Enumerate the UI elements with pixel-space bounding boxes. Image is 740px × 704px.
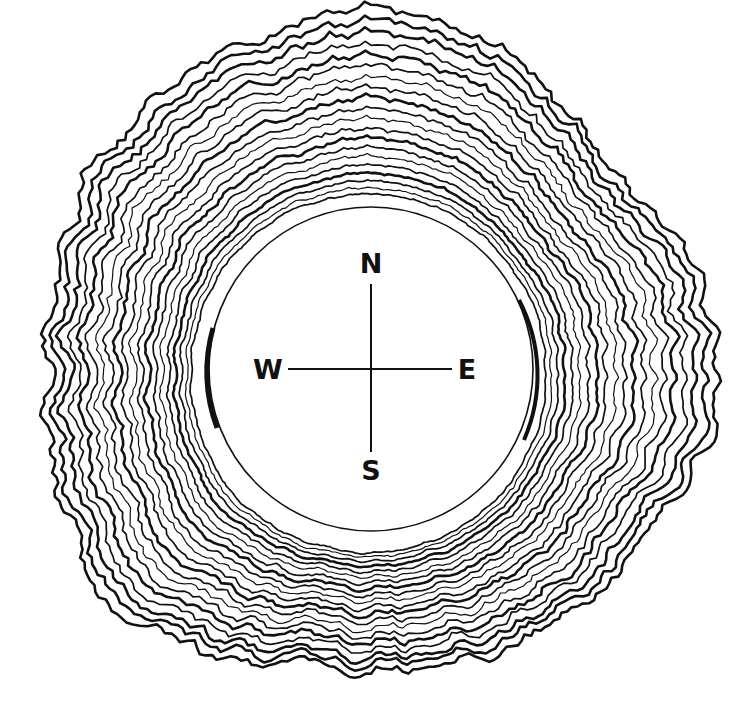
growth-ring (85, 64, 668, 640)
compass-letter: N (357, 248, 386, 279)
growth-ring (179, 180, 558, 563)
growth-ring (129, 115, 619, 603)
compass-letter: W (250, 354, 286, 385)
central-disc (209, 207, 533, 531)
compass-line (288, 368, 452, 370)
dark-rim (207, 328, 217, 428)
growth-ring (167, 164, 573, 574)
growth-ring (144, 135, 599, 591)
growth-ring (190, 193, 546, 554)
growth-ring (50, 16, 712, 671)
compass-letter: E (455, 354, 479, 385)
growth-ring (40, 2, 721, 678)
growth-ring (185, 187, 551, 557)
compass-letter: S (358, 455, 383, 486)
growth-ring (56, 27, 699, 663)
growth-ring (94, 75, 659, 633)
growth-ring (68, 41, 688, 653)
growth-ring (112, 94, 638, 619)
growth-ring (121, 106, 627, 611)
dark-rim (519, 300, 538, 440)
growth-ring (103, 84, 647, 625)
growth-ring (153, 145, 590, 585)
growth-ring (173, 172, 565, 567)
